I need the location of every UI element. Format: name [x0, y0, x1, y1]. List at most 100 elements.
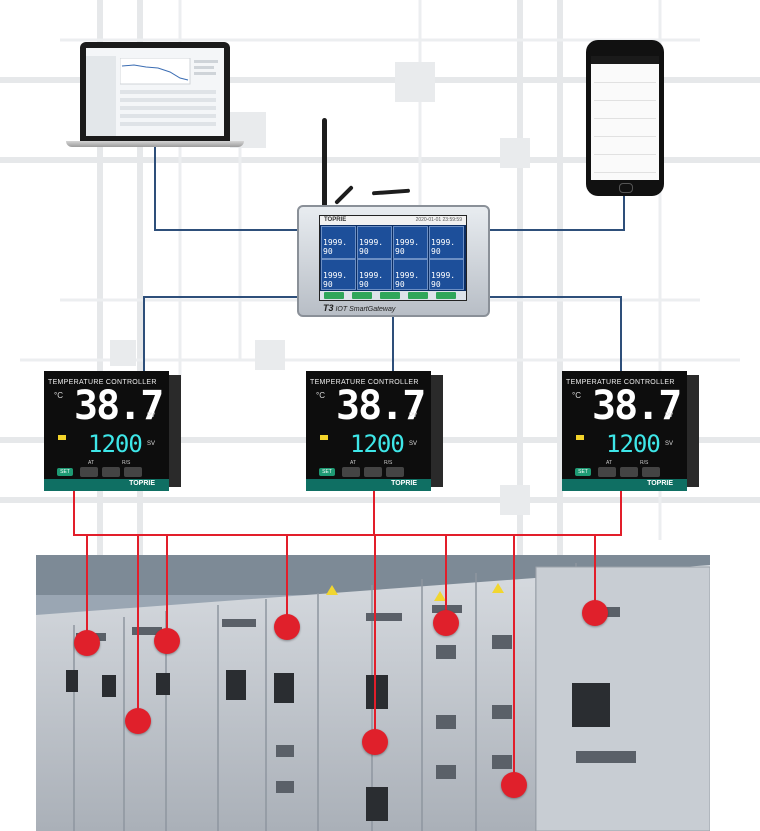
controller-up-key[interactable] [124, 467, 142, 477]
controller-sv-value: 1200 [350, 430, 405, 458]
controller-side [431, 375, 443, 487]
controller-pv-label: PV [147, 413, 156, 419]
gateway-soft-button[interactable] [380, 292, 400, 299]
controller-left-key[interactable] [342, 467, 360, 477]
controller-title: TEMPERATURE CONTROLLER [566, 379, 675, 386]
phone-list-item [594, 158, 656, 173]
sensor-lead [137, 535, 139, 721]
laptop-chart [120, 58, 218, 126]
gateway-soft-button[interactable] [352, 292, 372, 299]
controller-rs-label: R/S [122, 460, 131, 466]
gateway-label: T3 IOT SmartGateway [323, 303, 395, 313]
gateway-device: TOPRIE 2020-01-01 23:59:59 1999. 90 1999… [297, 205, 490, 317]
sensor-point-icon [582, 600, 608, 626]
controller-up-key[interactable] [386, 467, 404, 477]
controller-set-button[interactable]: SET [575, 468, 591, 476]
controller-sv-label: SV [665, 441, 674, 447]
sensor-lead [166, 535, 168, 641]
antenna-icon [322, 118, 327, 208]
gateway-channel: 1999. 90 [393, 226, 428, 259]
controller-title: TEMPERATURE CONTROLLER [48, 379, 157, 386]
controller-pv-label: PV [665, 413, 674, 419]
phone-list-item [594, 86, 656, 101]
temperature-controller: TEMPERATURE CONTROLLER °C 38.7 PV 1200 S… [306, 371, 443, 491]
laptop-base [66, 141, 244, 147]
controller-rs-label: R/S [384, 460, 393, 466]
phone-list-item [594, 104, 656, 119]
phone-app-screen [591, 56, 659, 180]
controller-sv-value: 1200 [606, 430, 661, 458]
laptop-icon [80, 42, 230, 142]
temperature-controller: TEMPERATURE CONTROLLER °C 38.7 PV 1200 S… [562, 371, 699, 491]
controller-set-button[interactable]: SET [319, 468, 335, 476]
controller-indicator-icon [320, 435, 328, 440]
controller-down-key[interactable] [102, 467, 120, 477]
controller-bezel [306, 479, 431, 491]
sensor-point-icon [501, 772, 527, 798]
sensor-lead [374, 535, 376, 742]
controller-down-key[interactable] [620, 467, 638, 477]
controller-unit: °C [316, 391, 325, 400]
gateway-channel: 1999. 90 [429, 259, 464, 290]
controller-sv-label: SV [409, 441, 418, 447]
gateway-soft-button[interactable] [436, 292, 456, 299]
phone-list-item [594, 140, 656, 155]
controller-unit: °C [54, 391, 63, 400]
sensor-point-icon [125, 708, 151, 734]
laptop-dashboard [86, 48, 224, 136]
gateway-soft-button[interactable] [324, 292, 344, 299]
controller-bezel [44, 479, 169, 491]
controller-pv-value: 38.7 [592, 383, 682, 429]
controller-bezel [562, 479, 687, 491]
controller-sv-value: 1200 [88, 430, 143, 458]
gateway-channel: 1999. 90 [357, 259, 392, 290]
controller-brand: TOPRIE [391, 480, 417, 487]
controller-pv-value: 38.7 [336, 383, 426, 429]
sensor-point-icon [433, 610, 459, 636]
controller-side [169, 375, 181, 487]
controller-up-key[interactable] [642, 467, 660, 477]
controller-at-label: AT [606, 460, 613, 466]
phone-home-button [619, 183, 633, 193]
controller-side [687, 375, 699, 487]
phone-status-bar [591, 56, 659, 64]
controller-title: TEMPERATURE CONTROLLER [310, 379, 419, 386]
gateway-soft-button[interactable] [408, 292, 428, 299]
controller-indicator-icon [58, 435, 66, 440]
controller-rs-label: R/S [640, 460, 649, 466]
laptop-sidebar [86, 56, 116, 136]
controller-unit: °C [572, 391, 581, 400]
gateway-channel: 1999. 90 [321, 259, 356, 290]
gateway-date: 2020-01-01 23:59:59 [415, 217, 462, 223]
controller-brand: TOPRIE [129, 480, 155, 487]
gateway-channel: 1999. 90 [393, 259, 428, 290]
sensor-point-icon [274, 614, 300, 640]
gateway-header: TOPRIE 2020-01-01 23:59:59 [320, 216, 466, 225]
sensor-point-icon [362, 729, 388, 755]
temperature-controller: TEMPERATURE CONTROLLER °C 38.7 PV 1200 S… [44, 371, 181, 491]
switchgear-cabinet [36, 555, 710, 831]
gateway-screen: TOPRIE 2020-01-01 23:59:59 1999. 90 1999… [319, 215, 467, 301]
sensor-lead [513, 535, 515, 785]
sensor-lead [594, 535, 596, 613]
controller-pv-value: 38.7 [74, 383, 164, 429]
controller-front: TEMPERATURE CONTROLLER °C 38.7 PV 1200 S… [44, 371, 169, 491]
smartphone-icon [586, 40, 664, 196]
sensor-lead [286, 535, 288, 627]
sensor-point-icon [154, 628, 180, 654]
sensor-lead [86, 535, 88, 643]
controller-left-key[interactable] [598, 467, 616, 477]
controller-indicator-icon [576, 435, 584, 440]
controller-left-key[interactable] [80, 467, 98, 477]
phone-list-item [594, 122, 656, 137]
controller-front: TEMPERATURE CONTROLLER °C 38.7 PV 1200 S… [306, 371, 431, 491]
controller-down-key[interactable] [364, 467, 382, 477]
gateway-channel: 1999. 90 [321, 226, 356, 259]
sensor-lead [445, 535, 447, 623]
gateway-button-bar [320, 291, 466, 300]
gateway-brand: TOPRIE [324, 217, 347, 223]
sensor-point-icon [74, 630, 100, 656]
controller-set-button[interactable]: SET [57, 468, 73, 476]
